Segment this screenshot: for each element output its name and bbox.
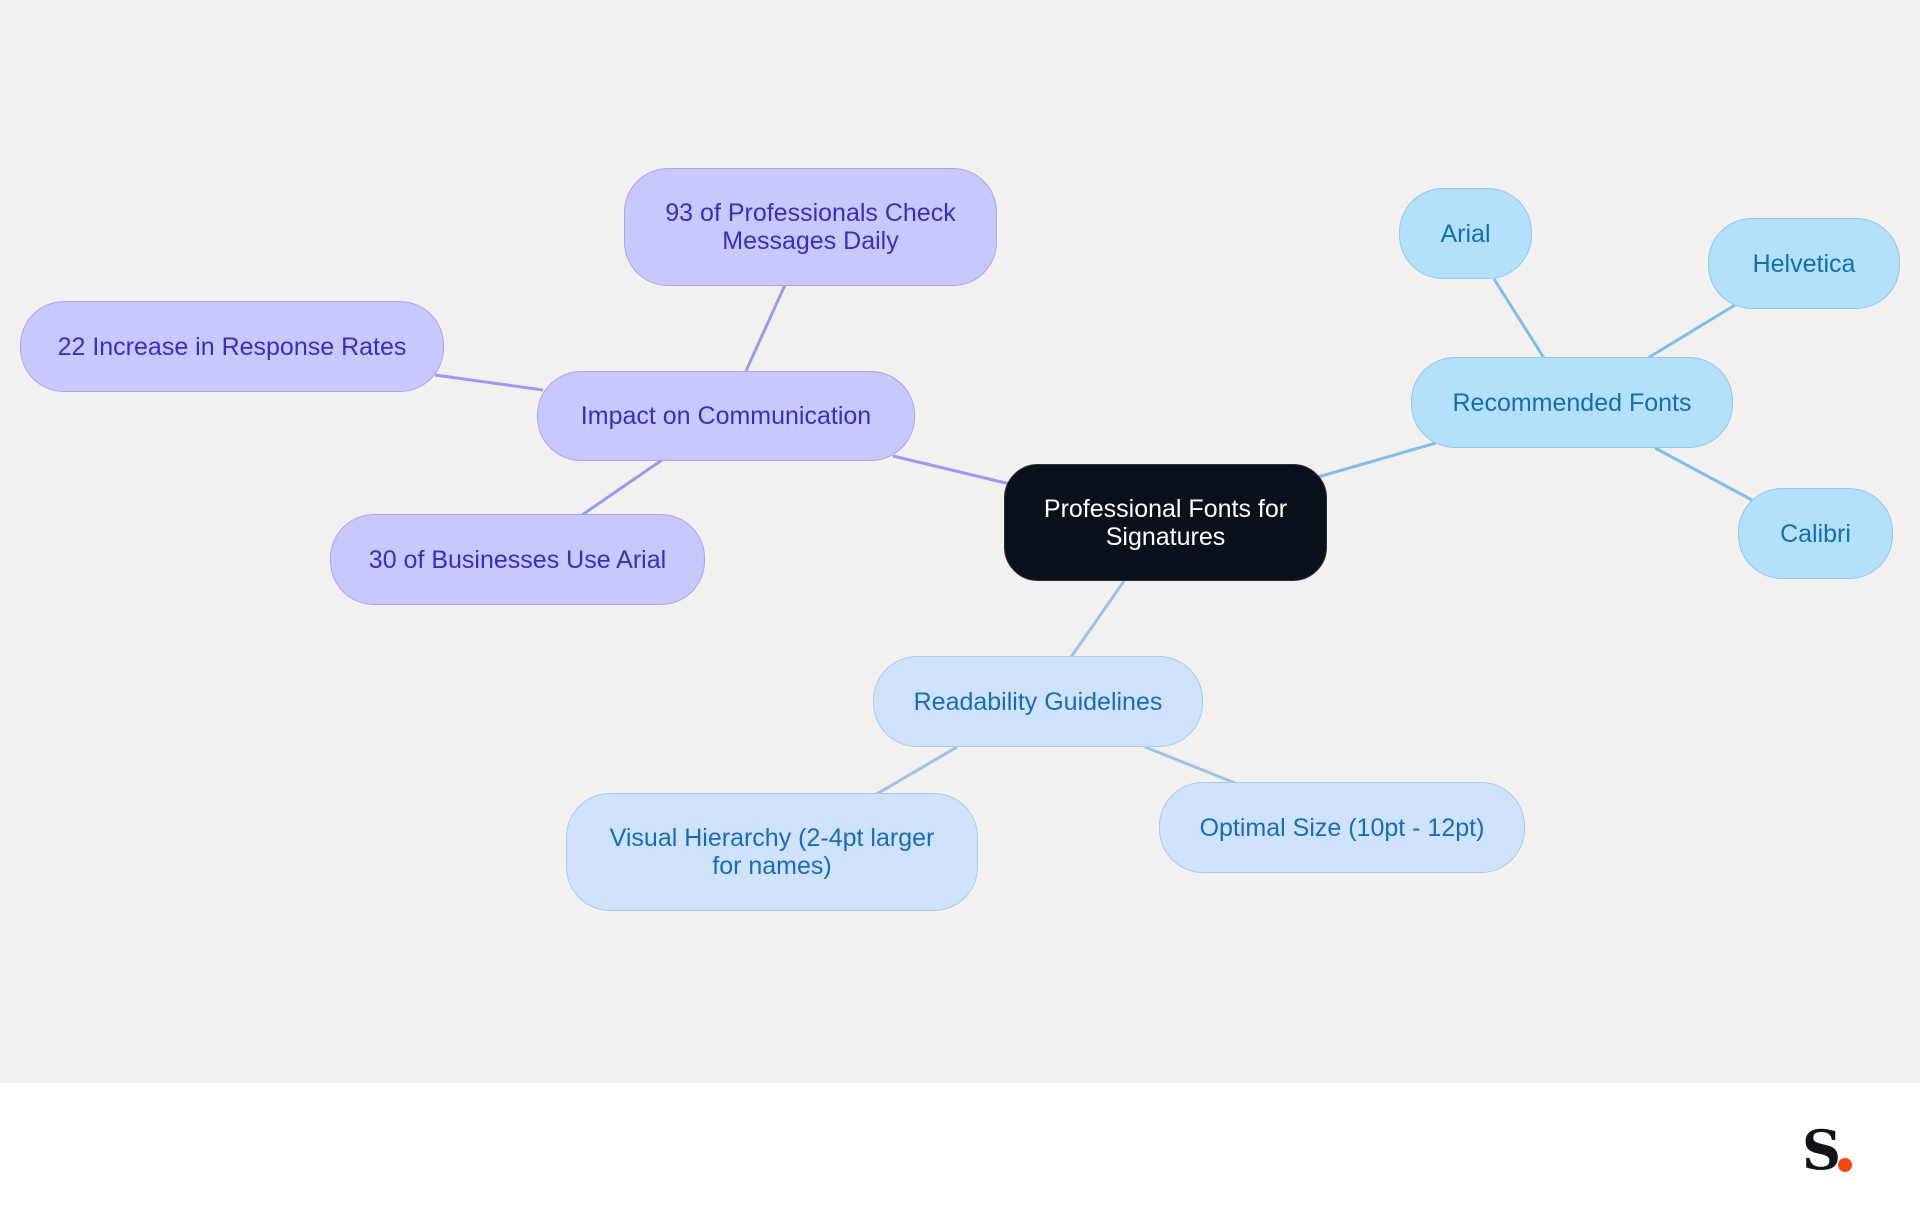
leaf-node-calibri-label: Calibri <box>1780 519 1851 548</box>
leaf-node-helvetica-label: Helvetica <box>1752 249 1856 278</box>
leaf-node-visual-hierarchy: Visual Hierarchy (2-4pt larger for names… <box>566 793 978 911</box>
brand-logo: S <box>1802 1120 1862 1180</box>
branch-node-fonts: Recommended Fonts <box>1411 357 1733 448</box>
root-node: Professional Fonts for Signatures <box>1004 464 1327 581</box>
leaf-node-93-professionals: 93 of Professionals Check Messages Daily <box>624 168 997 286</box>
branch-node-impact: Impact on Communication <box>537 371 915 461</box>
mind-map-canvas: Professional Fonts for Signatures Impact… <box>0 0 1920 1083</box>
leaf-node-30-businesses-label: 30 of Businesses Use Arial <box>368 545 667 574</box>
edge-impact-30-businesses <box>581 458 663 517</box>
edge-root-fonts <box>1317 441 1437 479</box>
branch-node-fonts-label: Recommended Fonts <box>1452 388 1692 417</box>
edge-fonts-helvetica <box>1647 303 1736 360</box>
edge-root-readability <box>1069 580 1126 658</box>
leaf-node-30-businesses: 30 of Businesses Use Arial <box>330 514 705 605</box>
connector-lines <box>434 278 1753 797</box>
edge-fonts-arial <box>1492 278 1546 359</box>
edge-impact-22-increase <box>434 373 544 392</box>
leaf-node-optimal-size-label: Optimal Size (10pt - 12pt) <box>1199 813 1485 842</box>
leaf-node-22-increase: 22 Increase in Response Rates <box>20 301 444 392</box>
edge-impact-93-professionals <box>744 284 787 372</box>
brand-logo-dot <box>1838 1158 1852 1172</box>
edge-fonts-calibri <box>1654 446 1753 502</box>
edge-root-impact <box>892 454 1011 486</box>
footer-bar <box>0 1083 1920 1215</box>
leaf-node-visual-hierarchy-label: Visual Hierarchy (2-4pt larger for names… <box>609 824 935 880</box>
root-node-label: Professional Fonts for Signatures <box>1043 494 1288 551</box>
leaf-node-93-professionals-label: 93 of Professionals Check Messages Daily <box>665 199 956 255</box>
leaf-node-optimal-size: Optimal Size (10pt - 12pt) <box>1159 782 1525 873</box>
leaf-node-helvetica: Helvetica <box>1708 218 1900 309</box>
leaf-node-calibri: Calibri <box>1738 488 1893 579</box>
branch-node-readability-label: Readability Guidelines <box>913 687 1163 716</box>
leaf-node-22-increase-label: 22 Increase in Response Rates <box>57 332 407 361</box>
branch-node-impact-label: Impact on Communication <box>580 402 872 430</box>
leaf-node-arial: Arial <box>1399 188 1532 279</box>
edge-readability-visual-hierarchy <box>874 745 958 797</box>
leaf-node-arial-label: Arial <box>1440 219 1491 248</box>
edge-readability-optimal-size <box>1144 745 1236 785</box>
brand-logo-letter: S <box>1802 1118 1841 1182</box>
branch-node-readability: Readability Guidelines <box>873 656 1203 747</box>
